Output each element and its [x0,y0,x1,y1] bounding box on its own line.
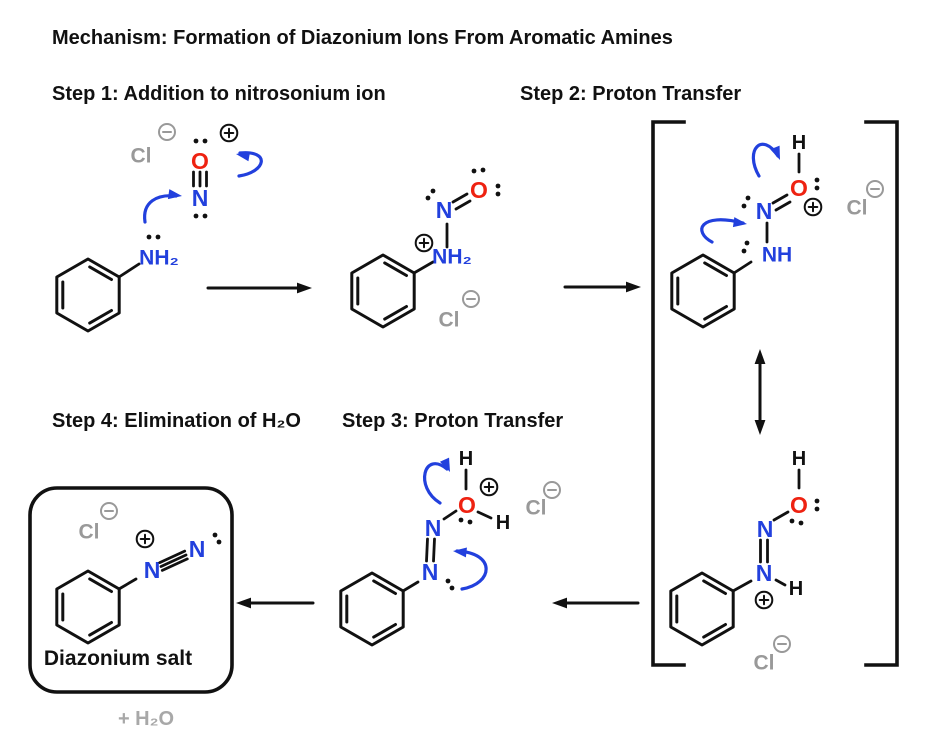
hydrogen-label: H [792,448,806,470]
step1-label: Step 1: Addition to nitrosonium ion [52,83,386,105]
molecule-protonated-diazohydroxide: N H N O H Cl [669,448,820,675]
nitrogen-label: N [756,198,773,224]
plus-charge-icon [219,123,239,143]
plus-charge-icon [754,590,774,610]
triple-bond [158,549,189,572]
curved-arrow-pi-to-oxygen [235,149,263,178]
nitrogen-label: N [436,197,453,223]
product-caption: Diazonium salt [44,647,192,670]
curved-arrow-amine-attack [143,189,183,224]
curved-arrow-n-lonepair [700,217,748,244]
plus-charge-icon [803,197,823,217]
nitrogen-label: N [192,185,209,211]
headings: Mechanism: Formation of Diazonium Ions F… [52,27,741,432]
molecule-n-nitroso-anilinium: NH₂ N O Cl [350,167,501,332]
plus-charge-icon [135,529,155,549]
double-bond-n-n [759,538,769,564]
chloride-label: Cl [847,197,868,220]
chloride-label: Cl [79,521,100,544]
byproduct-caption: + H₂O [118,708,174,730]
reaction-arrow-step1 [206,282,312,294]
lone-pair-dots [741,240,750,254]
lone-pair-dots [193,138,208,144]
lone-pair-dots [193,213,208,219]
reaction-arrow-step3 [552,597,640,609]
hydrogen-label: H [789,578,803,600]
chloride-label: Cl [754,652,775,675]
nitrogen-label: N [757,516,774,542]
oxygen-label: O [470,177,488,203]
plus-charge-icon [414,233,434,253]
benzene-ring [670,253,736,329]
lone-pair-dots [425,188,436,201]
product-box [28,486,234,694]
step3-label: Step 3: Proton Transfer [342,410,563,432]
amine-nh2-label: NH₂ [432,246,472,269]
lone-pair-dots [741,195,751,209]
minus-charge-icon [543,481,561,499]
reaction-arrow-step2 [563,281,641,293]
amine-nh-label: NH [762,244,792,267]
product-diazonium-salt: Cl N N Diazonium salt + H₂O [28,486,234,730]
hydrogen-label: H [792,132,806,154]
benzene-ring [350,253,416,329]
curved-arrow-o-to-h [423,457,455,505]
minus-charge-icon [773,635,791,653]
lone-pair-dots [814,177,820,191]
chloride-label: Cl [131,145,152,168]
plus-charge-icon [479,477,499,497]
lone-pair-dots [471,167,486,174]
chloride-label: Cl [439,309,460,332]
minus-charge-icon [158,123,176,141]
lone-pair-dots [495,183,501,197]
oxygen-label: O [191,148,209,174]
curved-arrow-n-lonepair [452,546,488,591]
benzene-ring [669,571,735,647]
curved-arrow-oh-loop [751,142,785,178]
benzene-ring [55,569,121,645]
minus-charge-icon [866,180,884,198]
resonance-brackets [651,120,899,667]
nitrogen-label: N [422,559,439,585]
triple-bond [192,170,208,188]
hydrogen-label: H [496,512,510,534]
reaction-arrow-step4 [236,597,315,609]
double-bond-n-n [425,537,436,563]
oxygen-label: O [790,175,808,201]
oxygen-label: O [458,492,476,518]
oxygen-label: O [790,492,808,518]
benzene-ring [339,571,405,647]
lone-pair-dots [212,532,222,545]
lone-pair-dots [458,517,473,525]
molecule-o-protonated-nitrosoamine: NH N O H Cl [670,132,884,329]
nitrogen-label: N [425,515,442,541]
lone-pair-dots [789,518,804,526]
resonance-arrow [754,349,766,435]
minus-charge-icon [462,290,480,308]
hydrogen-label: H [459,448,473,470]
minus-charge-icon [100,502,118,520]
benzene-ring [55,257,121,333]
lone-pair-dots [445,578,455,591]
chloride-label: Cl [526,497,547,520]
step4-label: Step 4: Elimination of H₂O [52,410,301,432]
lone-pair-dots [814,498,820,512]
double-bond-n-o [771,193,792,212]
nitrogen-label: N [144,557,161,583]
nitrogen-label: N [189,536,206,562]
molecule-diazo-oxocarbenium: N N O H H Cl [339,448,561,647]
molecule-aniline-nitrosonium: NH₂ Cl O N [55,123,263,333]
amine-nh2-label: NH₂ [139,247,179,270]
nitrogen-label: N [756,560,773,586]
step2-label: Step 2: Proton Transfer [520,83,741,105]
lone-pair-dots [146,234,161,240]
page-title: Mechanism: Formation of Diazonium Ions F… [52,27,673,49]
double-bond-n-o [451,192,472,211]
